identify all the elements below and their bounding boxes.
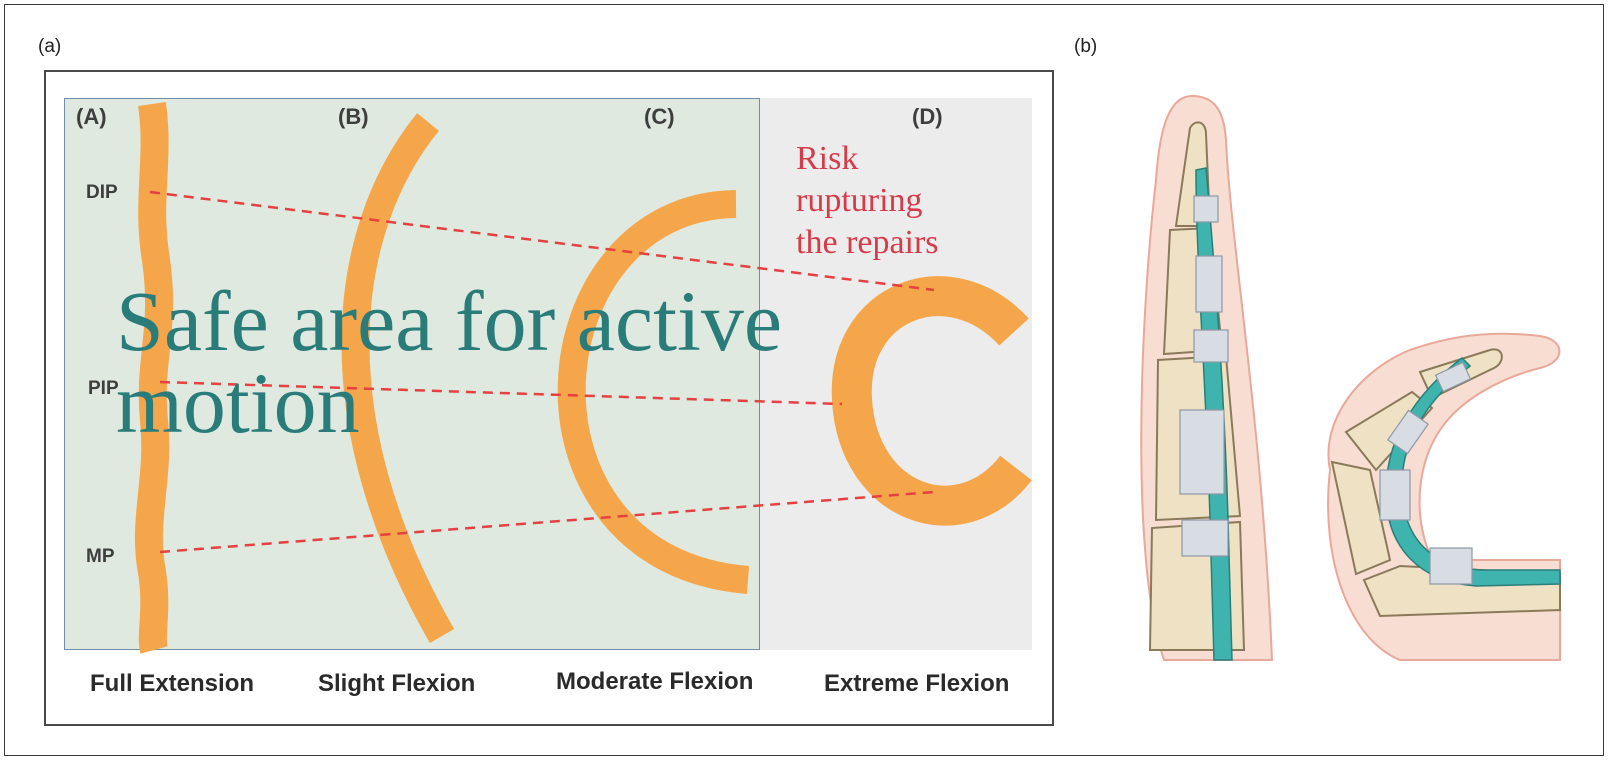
column-label-b: (B): [338, 104, 369, 130]
finger-flexed-illustration: [1328, 334, 1560, 660]
finger-extreme-flexion: [852, 296, 1016, 505]
column-label-a: (A): [76, 104, 107, 130]
caption-extreme-flexion: Extreme Flexion: [824, 670, 1009, 698]
finger-extended-illustration: [1141, 96, 1272, 660]
joint-label-mp: MP: [86, 546, 115, 568]
joint-label-dip: DIP: [86, 182, 118, 204]
column-label-d: (D): [912, 104, 943, 130]
caption-moderate-flexion: Moderate Flexion: [556, 668, 753, 696]
safe-area-text: Safe area for active motion: [116, 280, 836, 444]
column-label-c: (C): [644, 104, 675, 130]
caption-slight-flexion: Slight Flexion: [318, 670, 475, 698]
joint-label-pip: PIP: [88, 378, 119, 400]
caption-full-extension: Full Extension: [90, 670, 254, 698]
mp-dashed-line: [160, 492, 934, 552]
